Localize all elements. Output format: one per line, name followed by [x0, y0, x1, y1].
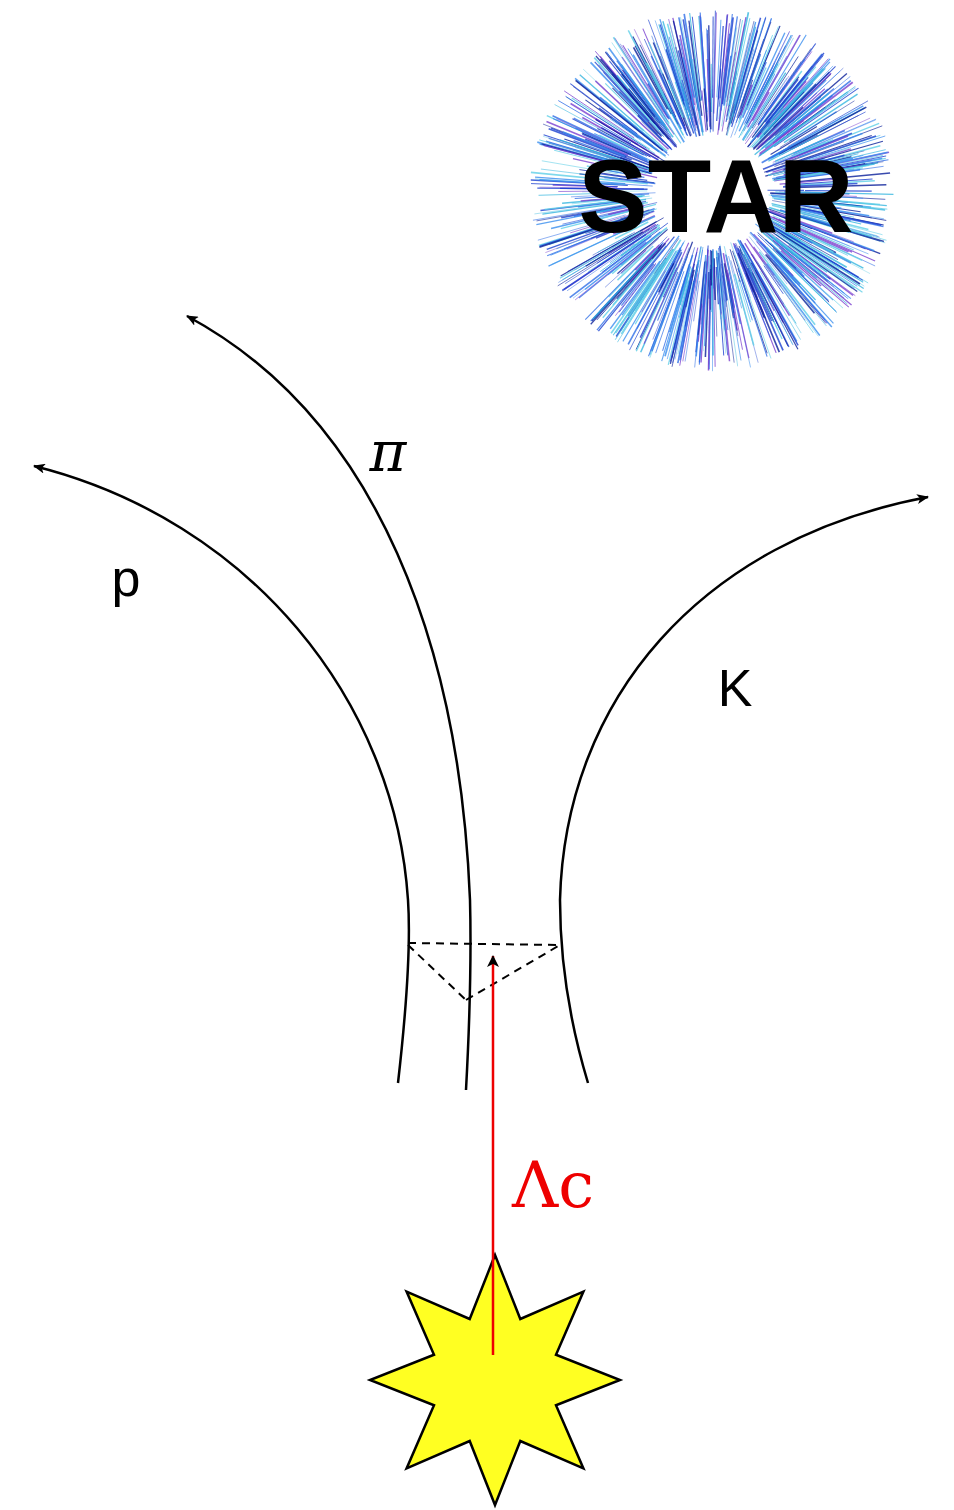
particle-name: p: [112, 552, 141, 604]
particle-name: π: [370, 424, 407, 480]
particle-name: K: [718, 662, 753, 714]
particle-name: Λc: [512, 1153, 594, 1217]
kaon-track: [560, 497, 928, 1083]
collision-burst: [370, 1255, 620, 1505]
logo-text: STAR: [578, 144, 853, 248]
lambda-c-flight-line: [492, 956, 495, 1355]
pion-track: [187, 316, 471, 1090]
star-logo-splash: [531, 11, 894, 372]
vertex-triangle: [408, 943, 560, 1000]
proton-track: [34, 466, 409, 1083]
